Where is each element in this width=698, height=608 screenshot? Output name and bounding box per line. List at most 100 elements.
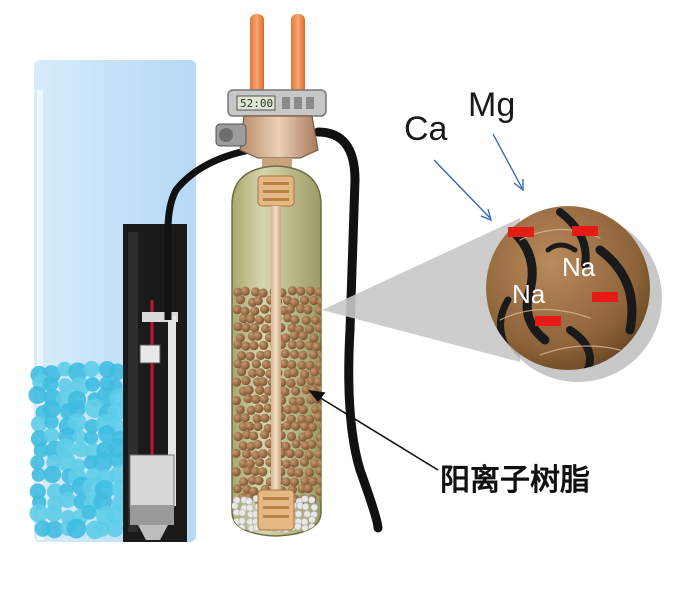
resin-pointer-arrow	[308, 389, 439, 471]
resin-bead	[316, 459, 321, 469]
cation-resin-label: 阳离子树脂	[440, 463, 590, 498]
resin-bead	[300, 421, 310, 432]
distributor-tube	[257, 175, 295, 531]
resin-bead	[290, 404, 300, 414]
resin-bead	[250, 466, 260, 476]
resin-bead	[241, 375, 251, 386]
resin-bead	[309, 367, 320, 377]
gravel-stone	[308, 496, 316, 504]
resin-bead	[304, 414, 315, 424]
resin-bead	[308, 422, 318, 432]
resin-bead	[308, 350, 319, 360]
resin-bead	[232, 377, 242, 387]
ca-arrow	[433, 159, 492, 222]
resin-bead	[289, 297, 300, 308]
resin-bead	[238, 441, 248, 451]
resin-bead	[299, 295, 310, 305]
salt-crystal	[29, 483, 46, 500]
resin-bead	[244, 385, 254, 395]
resin-bead	[232, 467, 241, 477]
salt-crystal	[98, 425, 116, 443]
salt-crystal	[43, 427, 59, 443]
resin-bead	[252, 414, 262, 424]
gravel-stone	[301, 502, 310, 511]
resin-bead	[316, 439, 321, 450]
salt-crystal	[30, 455, 45, 470]
resin-bead	[240, 306, 250, 316]
resin-bead	[319, 331, 321, 341]
resin-bead	[249, 486, 259, 497]
resin-bead	[245, 421, 255, 431]
timer-display: 52:00	[240, 97, 273, 110]
salt-crystal	[106, 504, 127, 525]
resin-bead	[296, 377, 306, 387]
resin-bead	[260, 304, 270, 314]
resin-bead	[248, 368, 258, 378]
resin-bead	[242, 449, 252, 459]
resin-bead	[294, 468, 304, 478]
resin-bead	[310, 458, 320, 469]
salt-crystal	[72, 430, 87, 445]
resin-bead	[242, 484, 252, 494]
ca-label: Ca	[404, 110, 448, 148]
resin-bead	[253, 296, 263, 306]
resin-bead	[313, 377, 321, 387]
resin-bead	[305, 324, 315, 334]
resin-bead	[242, 430, 252, 440]
salt-crystal	[30, 430, 49, 448]
salt-crystal	[66, 518, 87, 539]
salt-crystal	[28, 385, 47, 405]
resin-bead	[260, 324, 271, 334]
resin-bead	[239, 477, 249, 487]
gravel-stone	[300, 518, 309, 526]
resin-bead	[319, 314, 321, 325]
resin-bead	[291, 386, 301, 396]
salt-crystal	[68, 362, 88, 382]
resin-bead	[305, 341, 315, 351]
salt-crystal	[59, 491, 76, 509]
resin-bead	[280, 387, 290, 397]
resin-bead	[233, 340, 243, 350]
resin-bead	[314, 287, 321, 297]
gravel-stone	[232, 524, 241, 532]
resin-bead	[285, 448, 295, 459]
resin-bead	[299, 457, 310, 467]
resin-bead	[291, 421, 301, 431]
salt-crystal	[42, 400, 61, 418]
resin-bead	[243, 393, 253, 404]
zoom-cone	[322, 218, 520, 362]
resin-bead	[287, 323, 297, 333]
resin-bead	[295, 396, 305, 406]
resin-bead	[312, 342, 321, 352]
resin-bead	[238, 313, 249, 324]
resin-bead	[282, 421, 292, 431]
resin-bead	[251, 394, 261, 404]
resin-bead	[236, 351, 247, 361]
salt-crystal	[85, 377, 100, 392]
resin-bead	[256, 350, 266, 361]
resin-bead	[304, 468, 315, 478]
resin-bead	[255, 385, 265, 395]
resin-bead	[295, 304, 306, 314]
gravel-stone	[310, 503, 318, 512]
resin-bead	[280, 349, 290, 359]
resin-bead	[235, 295, 246, 305]
resin-bead	[303, 429, 314, 440]
resin-bead	[254, 476, 264, 486]
resin-bead	[233, 413, 243, 423]
resin-bead	[318, 351, 321, 361]
resin-bead	[281, 333, 291, 343]
resin-bead	[259, 394, 269, 404]
resin-bead	[314, 305, 321, 316]
salt-crystals	[28, 360, 130, 540]
salt-crystal	[33, 442, 49, 458]
resin-bead	[250, 306, 260, 316]
resin-bead	[303, 483, 313, 494]
resin-bead	[288, 396, 298, 406]
resin-bead	[282, 459, 292, 469]
resin-bead	[287, 286, 298, 296]
salt-crystal	[45, 520, 64, 539]
resin-bead	[291, 439, 301, 449]
ion-marker	[592, 292, 618, 302]
